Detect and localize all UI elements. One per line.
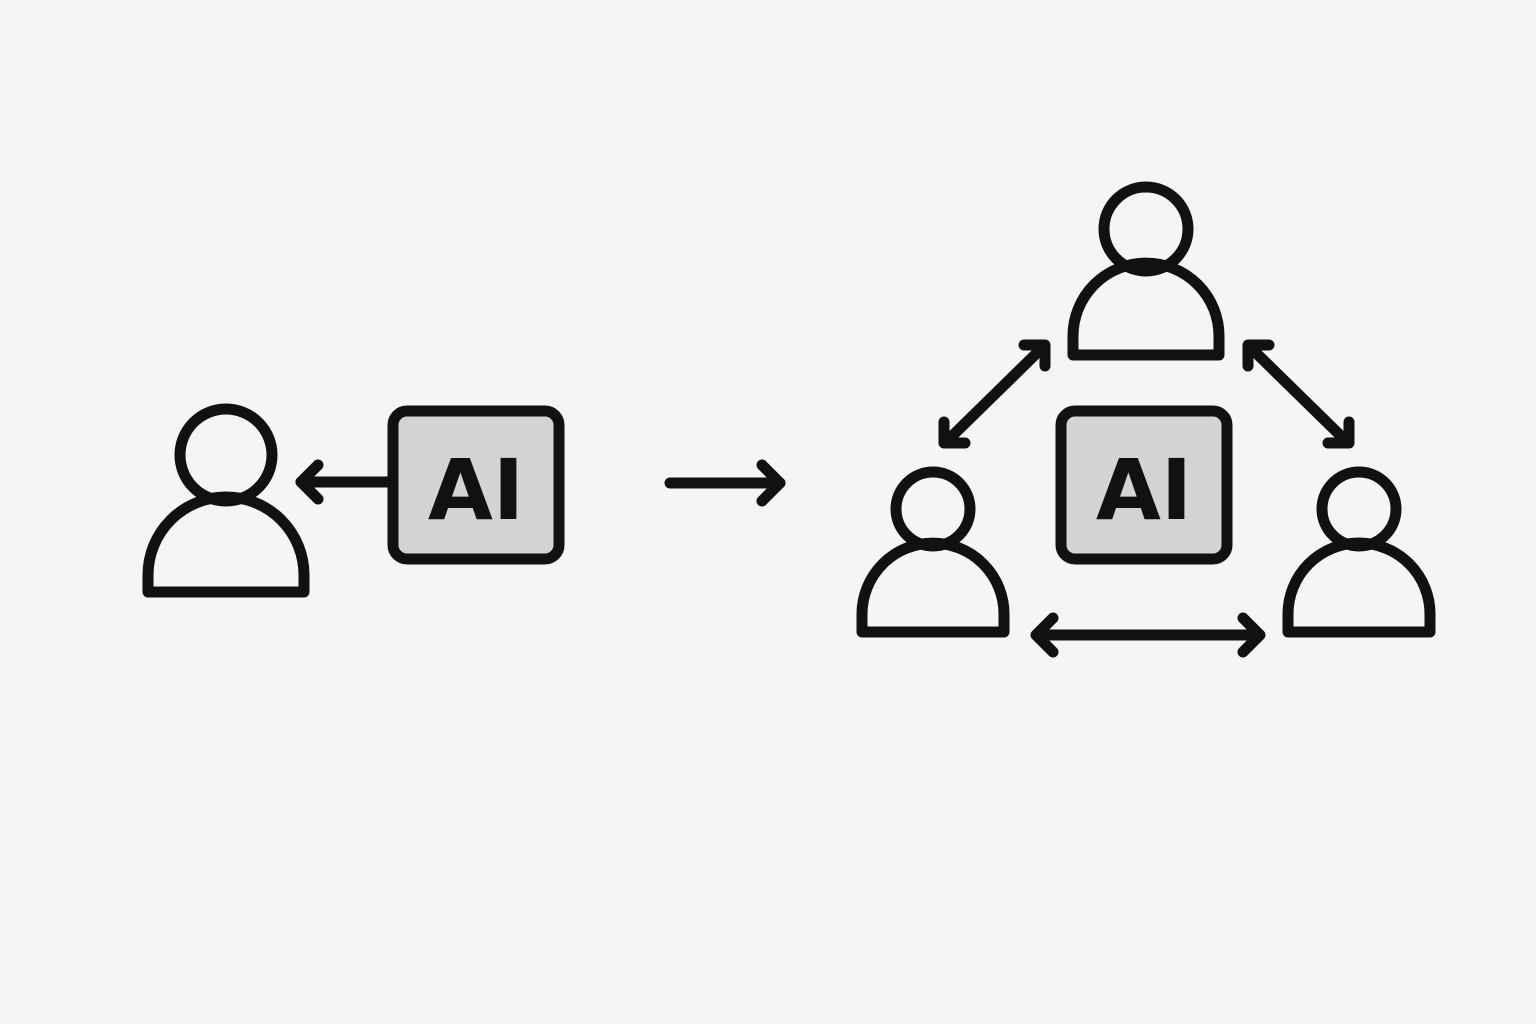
transition-arrow (664, 459, 786, 507)
right-group-person-icon (1282, 466, 1436, 638)
top-person-icon (1067, 181, 1225, 361)
right-ai-label: AI (1096, 441, 1192, 539)
left-ai-label: AI (428, 441, 524, 539)
left-person-icon (142, 403, 310, 598)
right-ai-box (1055, 405, 1233, 565)
arrow-top-to-right-person (1242, 339, 1355, 449)
left-arrow-ai-to-person (295, 459, 396, 505)
arrow-left-to-right-person (1030, 612, 1266, 658)
left-group-person-icon (856, 466, 1010, 638)
arrow-top-to-left-person (938, 339, 1051, 449)
left-ai-box (387, 405, 565, 565)
